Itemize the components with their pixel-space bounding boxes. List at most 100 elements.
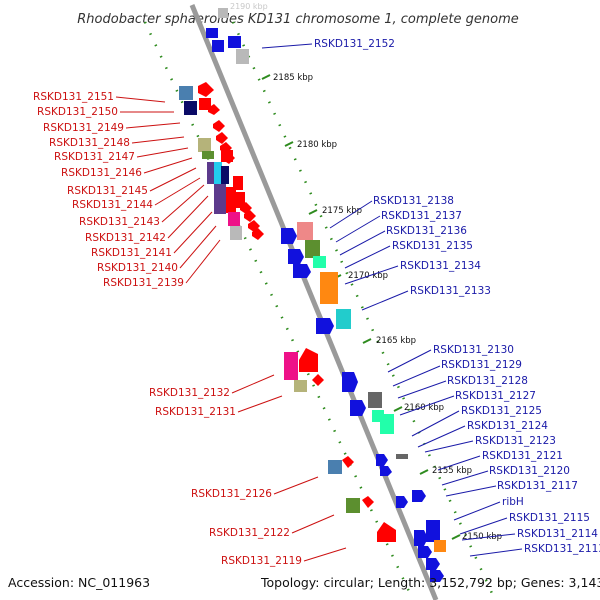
gene-block[interactable]	[228, 212, 240, 226]
gene-block[interactable]	[320, 272, 338, 304]
gene-label[interactable]: RSKD131_2133	[410, 285, 491, 297]
gene-arrow[interactable]	[198, 82, 214, 97]
gene-block[interactable]	[179, 86, 193, 100]
connector-line	[125, 122, 181, 129]
gene-arrow[interactable]	[342, 372, 358, 392]
gene-label[interactable]: RSKD131_2139	[103, 277, 184, 289]
gene-arrow[interactable]	[426, 558, 440, 570]
gene-label[interactable]: RSKD131_2147	[54, 151, 135, 163]
gene-label[interactable]: RSKD131_2149	[43, 122, 124, 134]
gene-label[interactable]: RSKD131_2144	[72, 199, 153, 211]
gene-block[interactable]	[212, 40, 224, 52]
gene-block[interactable]	[434, 540, 446, 552]
gene-label[interactable]: RSKD131_2122	[209, 527, 290, 539]
gene-block[interactable]	[396, 454, 408, 459]
gene-arrow[interactable]	[208, 104, 220, 115]
gene-block[interactable]	[305, 240, 320, 258]
gene-block[interactable]	[233, 176, 243, 190]
gene-arrow[interactable]	[312, 374, 324, 386]
gene-arrow[interactable]	[362, 496, 374, 508]
gene-label[interactable]: RSKD131_2126	[191, 488, 272, 500]
gene-label[interactable]: RSKD131_2142	[85, 232, 166, 244]
gene-block[interactable]	[184, 101, 197, 115]
gene-arrow[interactable]	[414, 530, 428, 546]
gene-label[interactable]: RSKD131_2138	[373, 195, 454, 207]
gene-arrow[interactable]	[412, 490, 426, 502]
gene-arrow[interactable]	[350, 400, 366, 416]
gene-arrow[interactable]	[380, 466, 392, 476]
gene-label[interactable]: RSKD131_2137	[381, 210, 462, 222]
gene-block[interactable]	[206, 28, 218, 38]
gene-block[interactable]	[297, 222, 313, 240]
gene-arrow[interactable]	[216, 132, 228, 144]
gene-label[interactable]: RSKD131_2114	[517, 528, 598, 540]
gene-label[interactable]: RSKD131_2127	[455, 390, 536, 402]
gene-arrow[interactable]	[396, 496, 408, 508]
gene-label[interactable]: RSKD131_2132	[149, 387, 230, 399]
gene-label[interactable]: RSKD131_2128	[447, 375, 528, 387]
gene-arrow[interactable]	[244, 210, 256, 222]
gene-label[interactable]: RSKD131_2135	[392, 240, 473, 252]
gene-label[interactable]: RSKD131_2125	[461, 405, 542, 417]
gene-label[interactable]: RSKD131_2121	[482, 450, 563, 462]
gene-label[interactable]: RSKD131_2119	[221, 555, 302, 567]
gene-block[interactable]	[214, 184, 226, 214]
gene-arrow[interactable]	[252, 228, 264, 240]
gene-label[interactable]: RSKD131_2140	[97, 262, 178, 274]
gene-block[interactable]	[199, 98, 211, 110]
gene-block[interactable]	[294, 380, 307, 392]
gene-block[interactable]	[368, 392, 382, 408]
gene-block[interactable]	[214, 162, 222, 184]
gene-arrow[interactable]	[213, 120, 225, 132]
gene-block[interactable]	[380, 414, 394, 434]
gene-block[interactable]	[328, 460, 342, 474]
gene-block[interactable]	[221, 166, 229, 184]
gene-label[interactable]: RSKD131_2129	[441, 359, 522, 371]
gene-arrow[interactable]	[376, 454, 388, 466]
gene-label[interactable]: RSKD131_2146	[61, 167, 142, 179]
gene-block[interactable]	[236, 49, 249, 64]
gene-block[interactable]	[426, 520, 440, 542]
gene-block[interactable]	[313, 256, 326, 268]
gene-label[interactable]: RSKD131_2131	[155, 406, 236, 418]
gene-label[interactable]: RSKD131_2117	[497, 480, 578, 492]
gene-block[interactable]	[284, 352, 298, 380]
gene-arrow[interactable]	[418, 546, 432, 558]
gene-arrow[interactable]	[299, 348, 318, 372]
gene-block[interactable]	[218, 8, 228, 18]
gene-block[interactable]	[346, 498, 360, 513]
gene-block[interactable]	[235, 192, 245, 208]
gene-arrow[interactable]	[293, 264, 311, 278]
gene-arrow[interactable]	[377, 522, 396, 542]
gene-arrow[interactable]	[316, 318, 334, 334]
gene-label[interactable]: RSKD131_2124	[467, 420, 548, 432]
gene-label[interactable]: RSKD131_2151	[33, 91, 114, 103]
gene-label[interactable]: RSKD131_2143	[79, 216, 160, 228]
gene-block[interactable]	[228, 36, 241, 48]
gene-label[interactable]: RSKD131_2130	[433, 344, 514, 356]
gene-block[interactable]	[198, 138, 211, 152]
gene-label[interactable]: ribH	[502, 496, 524, 508]
gene-label[interactable]: RSKD131_2145	[67, 185, 148, 197]
gene-block[interactable]	[207, 162, 216, 184]
gene-arrow[interactable]	[281, 228, 297, 244]
gene-block[interactable]	[221, 150, 233, 162]
gene-arrow[interactable]	[288, 249, 304, 264]
gene-label[interactable]: RSKD131_2150	[37, 106, 118, 118]
gene-label[interactable]: RSKD131_2141	[91, 247, 172, 259]
gene-arrow[interactable]	[430, 570, 444, 582]
gene-block[interactable]	[226, 187, 236, 213]
gene-label[interactable]: RSKD131_2148	[49, 137, 130, 149]
gene-label[interactable]: RSKD131_2136	[386, 225, 467, 237]
gene-label[interactable]: RSKD131_2115	[509, 512, 590, 524]
gene-label[interactable]: RSKD131_2152	[314, 38, 395, 50]
connector-line	[453, 501, 501, 521]
gene-label[interactable]: RSKD131_2113	[524, 543, 600, 555]
gene-block[interactable]	[336, 309, 351, 329]
gene-label[interactable]: RSKD131_2123	[475, 435, 556, 447]
gene-arrow[interactable]	[342, 456, 354, 468]
gene-block[interactable]	[230, 226, 242, 240]
gene-block[interactable]	[202, 151, 214, 159]
gene-label[interactable]: RSKD131_2120	[489, 465, 570, 477]
gene-label[interactable]: RSKD131_2134	[400, 260, 481, 272]
